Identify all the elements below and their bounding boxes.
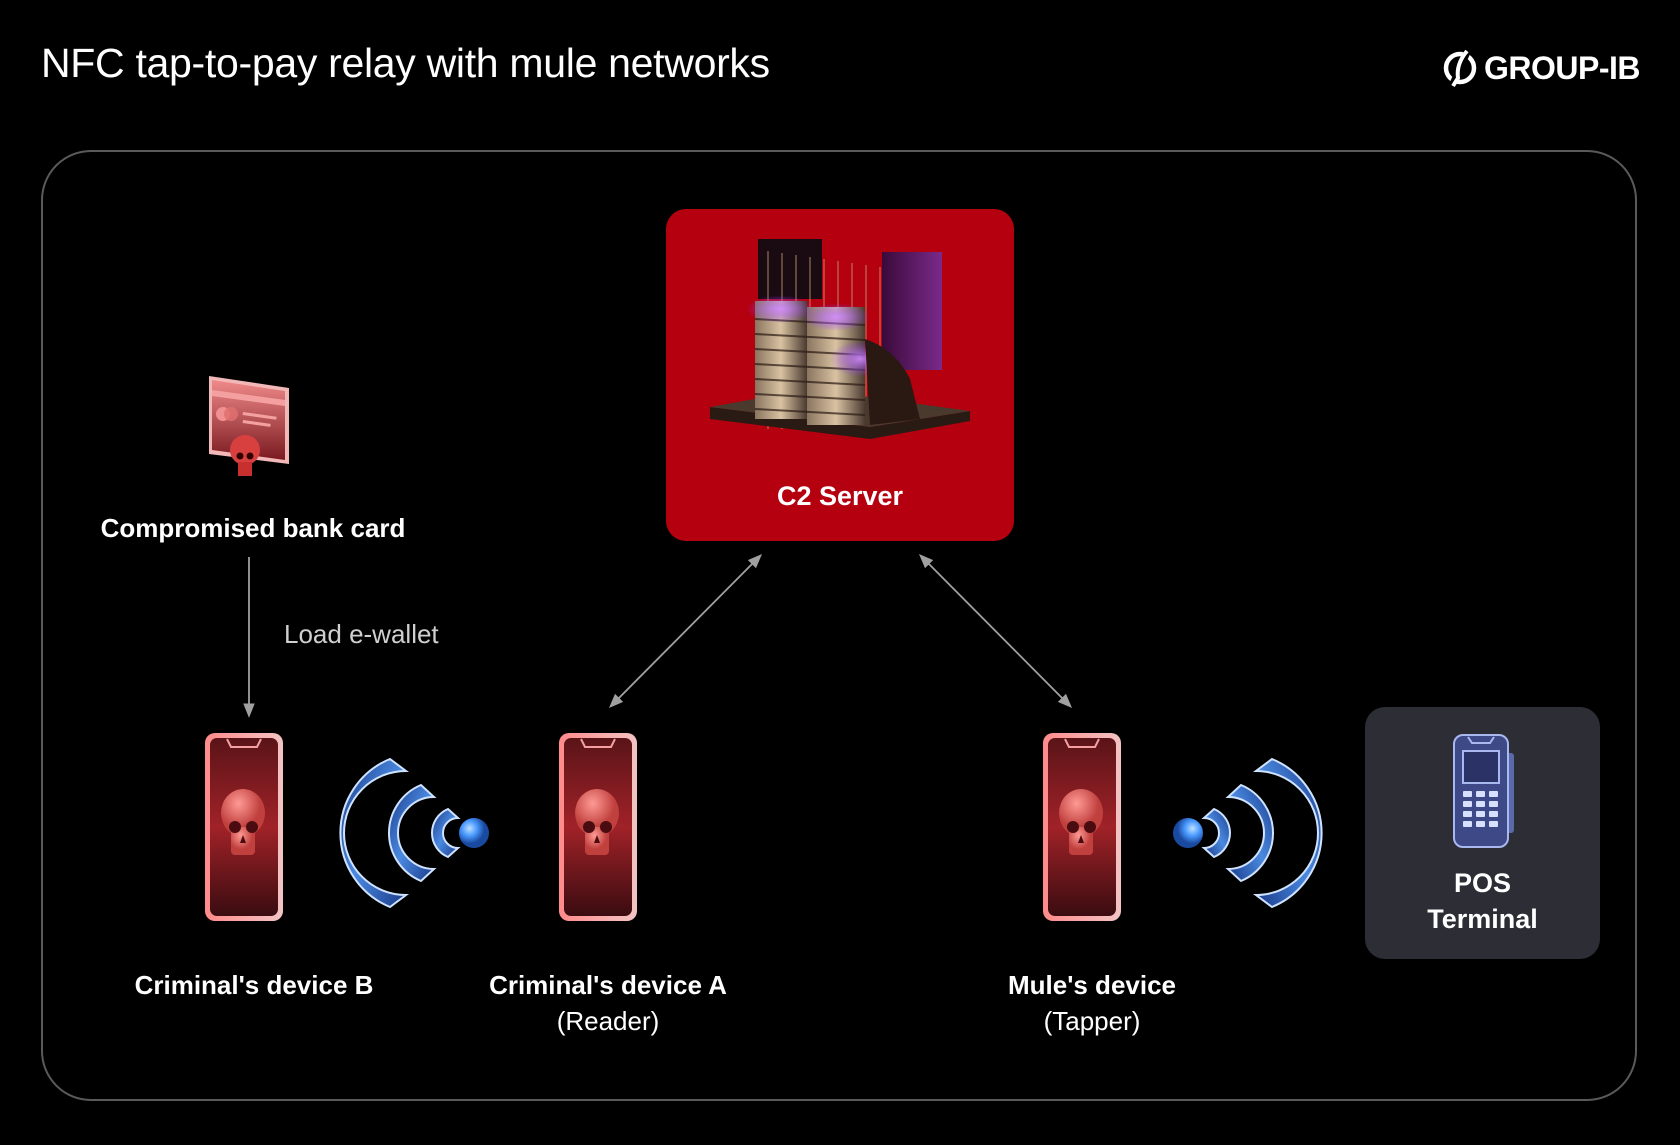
device-b-phone-icon bbox=[205, 733, 283, 921]
logo-text: GROUP-IB bbox=[1484, 49, 1641, 86]
pos-terminal-icon bbox=[1453, 734, 1514, 848]
diagram-frame bbox=[41, 150, 1637, 1101]
mule-device-label-line2: (Tapper) bbox=[1043, 1006, 1141, 1036]
c2-server-node: C2 Server bbox=[666, 209, 1014, 541]
device-b-label: Criminal's device B bbox=[134, 970, 374, 1000]
pos-terminal-label: POS Terminal bbox=[1365, 865, 1600, 937]
mule-device-label-line1: Mule's device bbox=[1007, 970, 1177, 1000]
pos-terminal-node: POS Terminal bbox=[1365, 707, 1600, 959]
compromised-card-label: Compromised bank card bbox=[100, 513, 406, 543]
nfc-signal-icon-right bbox=[1173, 757, 1323, 909]
arrow-device-a-c2 bbox=[608, 553, 763, 709]
pos-label-line1: POS bbox=[1453, 868, 1512, 898]
edge-label-load-e-wallet: Load e-wallet bbox=[284, 619, 439, 649]
device-a-phone-icon bbox=[559, 733, 637, 921]
group-ib-logo-icon bbox=[1443, 48, 1477, 88]
device-a-label-line1: Criminal's device A bbox=[489, 970, 727, 1000]
page-title: NFC tap-to-pay relay with mule networks bbox=[41, 40, 770, 86]
c2-server-label: C2 Server bbox=[776, 481, 904, 511]
mule-device-label: Mule's device (Tapper) bbox=[942, 967, 1242, 1039]
mule-device-phone-icon bbox=[1043, 733, 1121, 921]
server-building-icon bbox=[710, 239, 970, 439]
bank-card-skull-icon bbox=[209, 376, 289, 476]
nfc-signal-icon-left bbox=[339, 757, 489, 909]
device-a-label: Criminal's device A (Reader) bbox=[458, 967, 758, 1039]
device-a-label-line2: (Reader) bbox=[556, 1006, 660, 1036]
arrow-c2-mule bbox=[918, 553, 1073, 709]
pos-label-line2: Terminal bbox=[1427, 904, 1538, 934]
group-ib-logo: GROUP-IB bbox=[1442, 48, 1641, 88]
